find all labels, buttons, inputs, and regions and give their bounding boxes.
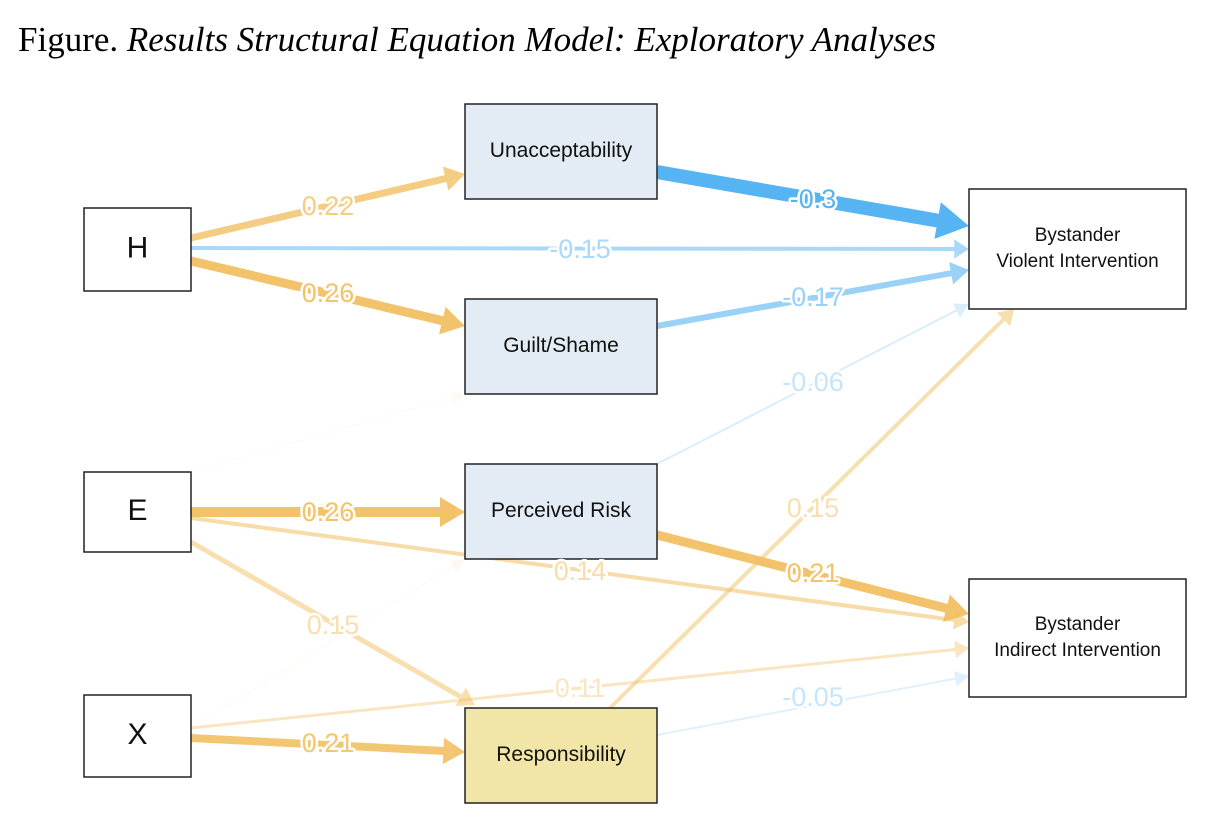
node-label-p: Perceived Risk [491,499,632,522]
edges-layer [189,165,1014,765]
path-arrow-h-to-g [189,256,465,335]
path-coefficient-h-to-bv: -0.15 [549,234,611,264]
path-coefficient-u-to-bv: -0.3 [790,184,837,214]
path-arrow-p-to-bv [656,303,969,465]
path-arrow-p-to-bi [655,530,969,622]
node-label-bi: Bystander [1035,614,1121,635]
path-coefficient-e-to-r: 0.15 [307,610,360,640]
path-arrow-x-to-r [190,734,465,765]
node-label-bv: Bystander [1035,225,1121,246]
node-label-x: X [127,718,147,751]
node-u: Unacceptability [464,103,658,200]
path-coefficient-p-to-bv: -0.06 [782,367,844,397]
path-arrow-r-to-bi [656,670,969,736]
node-e: E [83,471,192,553]
path-coefficient-r-to-bv: 0.15 [787,493,840,523]
path-coefficient-h-to-g: 0.26 [302,278,355,308]
node-g: Guilt/Shame [464,298,658,395]
path-arrow-e-to-p [191,497,465,527]
node-h: H [83,207,192,292]
path-arrow-h-to-u [190,166,465,242]
path-arrow-e-to-g [190,391,465,473]
figure-title-caption: Results Structural Equation Model: Explo… [126,20,937,59]
figure-title-lead: Figure. [18,20,119,59]
node-x: X [83,694,192,778]
path-arrow-g-to-bv [656,261,969,329]
path-coefficient-e-to-p: 0.26 [302,497,355,527]
path-arrow-e-to-r [189,539,475,706]
path-arrow-h-to-bv [190,239,969,259]
node-label-g: Guilt/Shame [503,334,619,357]
node-label-r: Responsibility [496,743,626,766]
node-p: Perceived Risk [464,463,658,560]
figure-title: Figure. Results Structural Equation Mode… [18,20,936,60]
node-label-e: E [127,494,147,527]
path-coefficient-r-to-bi: -0.05 [782,682,844,712]
node-label-bv: Violent Intervention [996,251,1158,272]
node-label-bi: Indirect Intervention [994,640,1161,661]
path-coefficient-x-to-r: 0.21 [302,728,355,758]
path-coefficient-e-to-bi: 0.14 [554,556,607,586]
path-coefficient-g-to-bv: -0.17 [782,282,844,312]
node-r: Responsibility [464,707,658,804]
path-arrow-x-to-p [190,559,465,729]
path-arrow-r-to-bv [608,309,1014,710]
node-label-h: H [127,231,149,264]
path-arrow-u-to-bv [655,165,969,239]
path-arrow-x-to-bi [190,640,969,730]
path-coefficient-p-to-bi: 0.21 [787,558,840,588]
path-coefficient-x-to-bi: 0.11 [555,673,606,703]
edge-labels-layer: 0.22 -0.15 0.26 -0.3 -0.17 -0.06 0.26 0.14 0.15 0… [299,182,846,761]
node-label-u: Unacceptability [490,139,633,162]
path-coefficient-h-to-u: 0.22 [302,191,355,221]
